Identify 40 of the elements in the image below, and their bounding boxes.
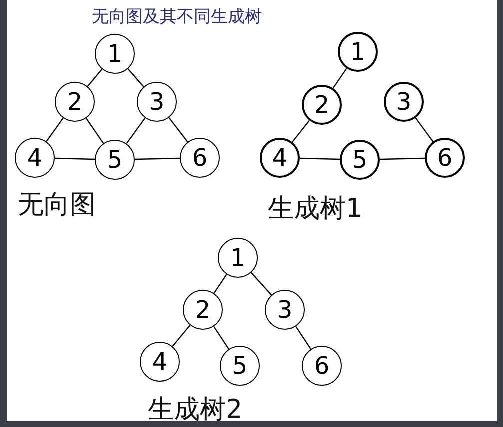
vertex-circle: 2 [55,82,95,122]
edge-line [300,158,340,160]
vertex-circle: 6 [180,138,220,178]
vertex-circle: 5 [340,140,380,180]
edge-line [87,68,103,88]
graph-caption: 生成树2 [148,395,243,425]
vertex-circle: 3 [384,82,424,122]
edge-line [292,120,310,143]
vertex-circle: 5 [220,346,260,386]
edge-line [126,118,146,144]
vertex-circle: 5 [95,140,135,180]
vertex-circle: 6 [425,138,465,178]
vertex-circle: 4 [260,138,300,178]
vertex-circle: 4 [140,342,180,382]
edge-line [134,158,180,160]
edge-line [172,325,191,347]
edge-line [296,326,312,350]
vertex-circle: 1 [95,34,135,74]
edge-line [86,118,104,144]
vertex-circle: 3 [265,290,305,330]
vertex-circle: 6 [302,346,342,386]
edge-line [168,118,188,142]
edge-line [380,158,426,160]
edge-line [54,158,96,160]
edge-line [46,118,64,142]
vertex-circle: 4 [15,138,55,178]
graph-caption: 无向图 [18,190,96,220]
edge-line [214,326,230,350]
edge-line [332,68,348,89]
edge-line [250,272,272,296]
edge-line [214,274,228,294]
vertex-circle: 2 [302,85,342,125]
vertex-circle: 1 [338,32,378,72]
edge-line [415,118,434,142]
graph-caption: 生成树1 [268,194,363,224]
vertex-circle: 2 [183,290,223,330]
vertex-circle: 3 [137,82,177,122]
edge-line [128,68,144,88]
title: 无向图及其不同生成树 [92,7,262,27]
vertex-circle: 1 [218,238,258,278]
